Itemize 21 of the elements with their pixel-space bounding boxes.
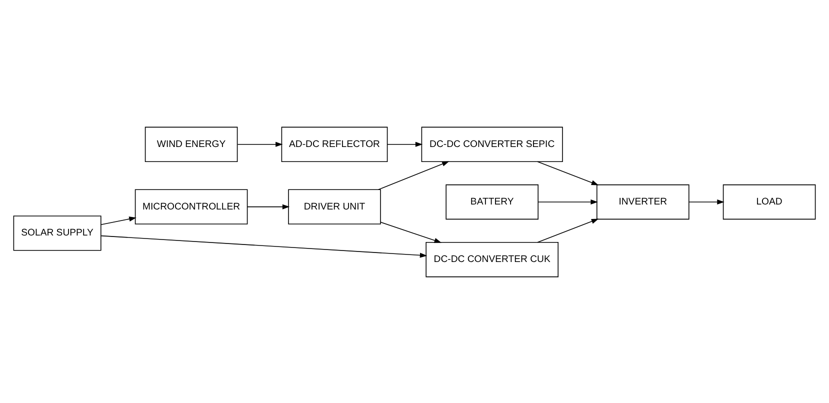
node-box: AD-DC REFLECTOR	[281, 126, 388, 162]
arrow	[100, 216, 136, 225]
arrow	[100, 234, 428, 258]
arrow	[537, 218, 599, 242]
node-box: SOLAR SUPPLY	[13, 215, 102, 250]
node-box: MICROCONTROLLER	[134, 188, 248, 224]
arrow	[378, 160, 450, 190]
arrow	[537, 160, 599, 185]
arrow	[247, 204, 290, 209]
node-box: DC-DC CONVERTER SEPIC	[421, 126, 563, 162]
node-box: DRIVER UNIT	[288, 188, 381, 224]
arrow	[380, 221, 442, 242]
arrow	[688, 198, 724, 204]
arrow	[538, 198, 598, 204]
node-box: BATTERY	[446, 184, 538, 220]
node-box: INVERTER	[596, 184, 690, 220]
node-box: WIND ENERGY	[144, 126, 238, 162]
arrow	[387, 141, 423, 146]
arrow	[237, 141, 283, 146]
node-box: DC-DC CONVERTER CUK	[426, 242, 558, 277]
node-box: LOAD	[722, 184, 816, 220]
